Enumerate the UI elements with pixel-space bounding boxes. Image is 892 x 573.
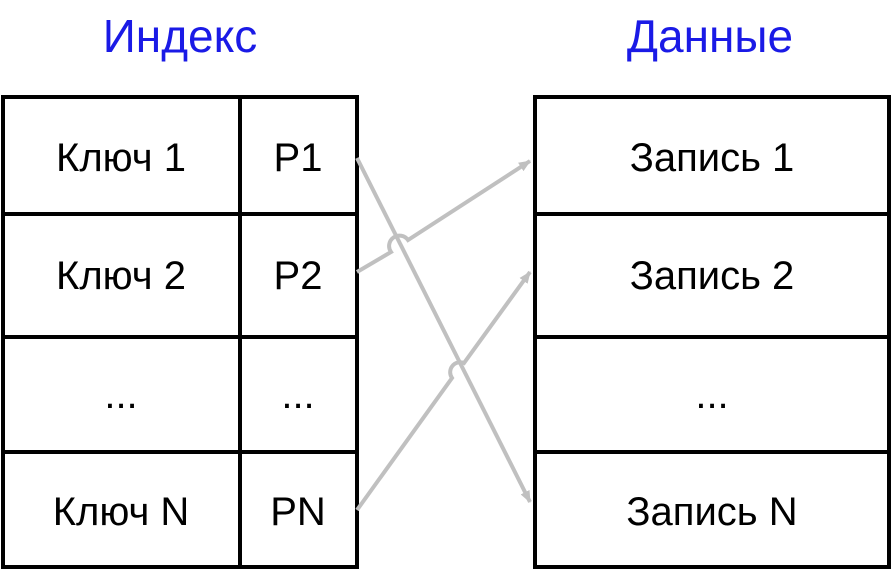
data-record-1: Запись 1 (630, 136, 795, 180)
data-record-2: Запись 2 (630, 254, 795, 298)
index-pointer-ellipsis: ... (281, 373, 314, 417)
data-table-border (533, 95, 891, 569)
data-record-ellipsis: ... (695, 373, 728, 417)
index-title: Индекс (102, 10, 258, 62)
index-table-border (1, 95, 359, 569)
data-title: Данные (626, 10, 794, 62)
data-table (533, 95, 891, 569)
index-pointer-2: P2 (274, 254, 323, 298)
index-pointer-n: PN (270, 490, 326, 534)
index-key-ellipsis: ... (104, 373, 137, 417)
arrow-pn-to-record-2 (355, 270, 532, 512)
index-table (1, 95, 359, 569)
index-pointer-1: P1 (274, 136, 323, 180)
arrow-p2-to-record-1 (355, 159, 532, 274)
arrow-p1-to-record-n (355, 157, 532, 503)
data-record-n: Запись N (626, 490, 797, 534)
index-key-n: Ключ N (53, 490, 190, 534)
pointer-arrows (355, 157, 532, 512)
index-key-2: Ключ 2 (56, 254, 186, 298)
index-key-1: Ключ 1 (56, 136, 186, 180)
